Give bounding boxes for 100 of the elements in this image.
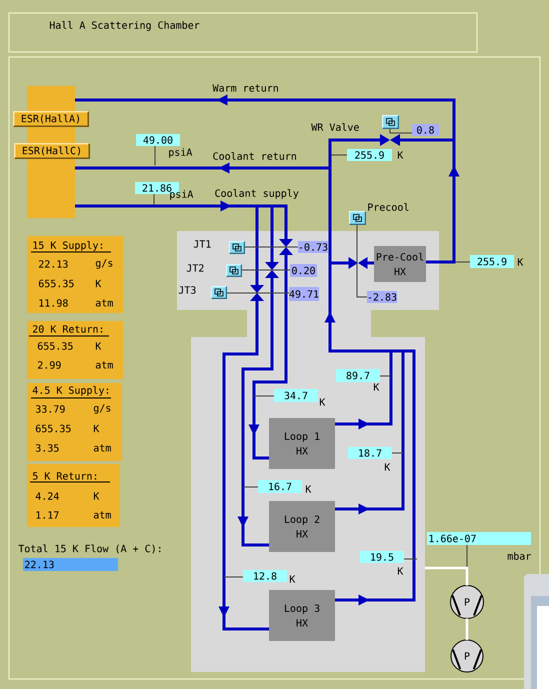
readout-field: 18.7 — [348, 447, 392, 459]
valve-label: JT1 — [194, 240, 211, 248]
readout-field: 19.5 — [360, 551, 404, 563]
info-panel — [27, 321, 123, 379]
leader-line — [244, 246, 298, 248]
panel-heading: 15 K Supply: — [30, 241, 112, 252]
readout-field: 49.00 — [136, 134, 180, 146]
unit-label: K — [94, 424, 100, 432]
pipe — [330, 262, 348, 264]
readout-field: 34.7 — [274, 389, 318, 402]
readout-field: 16.7 — [258, 480, 302, 493]
info-panel — [27, 383, 122, 461]
readout-field: 49.71 — [288, 287, 320, 301]
value-text: 655.35 — [38, 342, 73, 350]
valve-label: WR Valve — [311, 123, 359, 131]
unit-label: atm — [94, 444, 111, 452]
value-text: 655.35 — [36, 424, 71, 432]
valve-symbol — [250, 285, 264, 301]
unit-label: K — [94, 492, 100, 500]
pipe — [75, 162, 330, 174]
valve-symbol — [348, 257, 368, 269]
unit-label: K — [306, 485, 312, 493]
pipe — [272, 204, 288, 239]
title-panel: Hall A Scattering Chamber — [8, 12, 478, 53]
panel-heading: 5 K Return: — [30, 472, 110, 482]
valve-label: Precool — [368, 203, 408, 211]
pipe — [426, 140, 460, 264]
readout-field: -0.73 — [298, 241, 328, 253]
pipe — [256, 206, 258, 285]
valve-label: JT3 — [178, 286, 196, 294]
value-text: 2.99 — [38, 361, 61, 369]
valve-symbol — [265, 262, 279, 278]
unit-label: g/s — [94, 404, 110, 414]
unit-label: atm — [96, 361, 113, 369]
pipe — [248, 255, 288, 460]
leader-line — [154, 146, 156, 166]
readout-field: 12.8 — [243, 570, 287, 582]
unit-label: mbar — [508, 552, 531, 560]
pipe — [391, 350, 403, 352]
leader-line — [404, 558, 418, 560]
leader-line — [356, 224, 368, 298]
value-text: 1.17 — [36, 511, 59, 519]
pipe — [324, 263, 391, 352]
unit-label: K — [518, 258, 524, 266]
readout-field: 89.7 — [336, 369, 380, 382]
unit-label: atm — [96, 299, 113, 307]
value-text: 3.35 — [36, 444, 59, 452]
unit-label: K — [320, 398, 326, 406]
heat-exchanger-box: Pre-Cool HX — [374, 246, 426, 282]
leader-line — [466, 544, 468, 568]
readout-field: -2.83 — [366, 291, 398, 303]
readout-field: 255.9 — [470, 255, 514, 268]
pipe — [218, 301, 269, 630]
leader-line — [390, 128, 412, 134]
heat-exchanger-box: Loop 2 HX — [269, 501, 335, 552]
unit-label: K — [398, 151, 404, 159]
pipe — [335, 351, 392, 430]
field-label: Total 15 K Flow (A + C): — [18, 544, 160, 554]
readout-field: 0.8 — [412, 124, 439, 136]
readout-field: 255.9 — [347, 149, 392, 161]
unit-label: psiA — [169, 148, 192, 158]
button: ESR(HallC) — [14, 143, 90, 159]
readout-field: 0.20 — [290, 264, 317, 277]
leader-line — [242, 486, 258, 488]
value-text: 33.79 — [36, 405, 65, 413]
readout-field: 1.66e-07 — [427, 532, 531, 545]
pipe — [425, 566, 468, 586]
pipe — [238, 278, 274, 546]
unit-label: atm — [94, 511, 111, 519]
pipe — [328, 168, 332, 263]
panel-heading: 20 K Return: — [28, 325, 110, 336]
pipe — [466, 618, 468, 640]
value-text: 4.24 — [36, 492, 59, 500]
pipe — [368, 262, 374, 264]
unit-label: K — [398, 567, 404, 575]
unit-label: K — [384, 463, 390, 471]
heat-exchanger-box: Loop 1 HX — [269, 418, 335, 469]
leader-line — [226, 292, 290, 294]
edge-label: Coolant supply — [213, 188, 300, 200]
heat-exchanger-box: Loop 3 HX — [269, 590, 335, 641]
leader-line — [331, 154, 348, 156]
pipe — [400, 138, 454, 142]
value-field: 22.13 — [23, 558, 118, 571]
pipe — [335, 351, 404, 514]
unit-label: K — [96, 280, 102, 288]
pipe — [328, 138, 380, 168]
value-text: 11.98 — [39, 299, 68, 307]
unit-label: g/s — [96, 259, 112, 269]
value-text: 22.13 — [39, 260, 68, 268]
valve-label: JT2 — [186, 264, 204, 272]
panel-heading: 4.5 K Supply: — [30, 386, 112, 398]
leader-line — [224, 576, 244, 578]
valve-symbol — [279, 239, 293, 255]
pipe — [75, 94, 456, 140]
unit-label: K — [290, 575, 296, 583]
button: ESR(HallA) — [13, 111, 89, 127]
value-text: 655.35 — [38, 280, 74, 288]
leader-line — [392, 452, 404, 454]
info-panel — [27, 236, 123, 313]
unit-label: K — [374, 383, 380, 391]
